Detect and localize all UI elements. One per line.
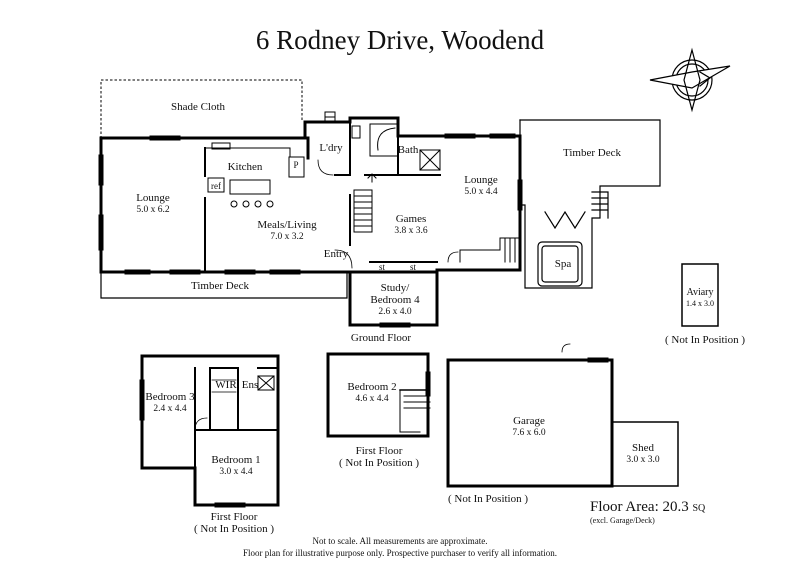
- games-room-label: Games 3.8 x 3.6: [394, 214, 427, 237]
- floor-area-value: Floor Area: 20.3: [590, 499, 689, 515]
- shed-name: Shed: [632, 442, 654, 454]
- bedroom-2-label: Bedroom 2 4.6 x 4.4: [347, 382, 396, 405]
- aviary-room-label: Aviary 1.4 x 3.0: [686, 288, 714, 308]
- first-floor-2-walls: [326, 352, 431, 438]
- study-room-label: Study/ Bedroom 4 2.6 x 4.0: [370, 283, 419, 318]
- right-timber-deck: [519, 119, 661, 289]
- meals-dimensions: 7.0 x 3.2: [270, 232, 304, 242]
- bedroom-3-dimensions: 2.4 x 4.4: [153, 404, 187, 414]
- bath-fixtures: [351, 123, 441, 171]
- games-name: Games: [395, 213, 427, 225]
- bedroom-3-label: Bedroom 3 2.4 x 4.4: [145, 392, 194, 415]
- fridge-label: ref: [211, 181, 221, 191]
- disclaimer-line-2: Floor plan for illustrative purpose only…: [242, 548, 558, 558]
- first-floor-1-walls: [140, 354, 280, 507]
- lounge-name: Lounge: [136, 192, 170, 204]
- bath-label: Bath: [397, 144, 419, 156]
- games-dimensions: 3.8 x 3.6: [394, 226, 428, 236]
- aviary-dimensions: 1.4 x 3.0: [686, 299, 714, 308]
- aviary-name: Aviary: [686, 287, 714, 298]
- lounge-2-dimensions: 5.0 x 4.4: [464, 187, 498, 197]
- disclaimer-line-1: Not to scale. All measurements are appro…: [312, 536, 488, 546]
- lounge-dimensions: 5.0 x 6.2: [136, 205, 170, 215]
- ground-floor-walls: [99, 116, 522, 327]
- shed-dimensions: 3.0 x 3.0: [626, 455, 660, 465]
- pantry-label: P: [293, 160, 299, 170]
- storage-2-label: st: [409, 262, 417, 272]
- lounge-2-name: Lounge: [464, 174, 498, 186]
- study-name-2: Bedroom 4: [370, 294, 420, 306]
- bedroom-2-name: Bedroom 2: [347, 381, 397, 393]
- floor-area-unit: SQ: [692, 503, 706, 514]
- garage-dimensions: 7.6 x 6.0: [512, 428, 546, 438]
- floor-area-note: (excl. Garage/Deck): [590, 516, 655, 525]
- shed-label: Shed 3.0 x 3.0: [626, 443, 659, 466]
- bedroom-1-dimensions: 3.0 x 4.4: [219, 467, 253, 477]
- timber-deck-right-label: Timber Deck: [563, 147, 621, 159]
- ground-floor-caption: Ground Floor: [350, 332, 412, 344]
- storage-1-label: st: [378, 262, 386, 272]
- aviary-caption: ( Not In Position ): [664, 334, 746, 346]
- aviary-outline: [681, 263, 719, 327]
- garage-name: Garage: [513, 415, 545, 427]
- timber-deck-front-label: Timber Deck: [191, 280, 249, 292]
- bedroom-1-label: Bedroom 1 3.0 x 4.4: [211, 455, 260, 478]
- kitchen-fixtures: [204, 142, 305, 208]
- wir-label: WIR: [215, 379, 237, 391]
- study-dimensions: 2.6 x 4.0: [378, 307, 412, 317]
- entry-label: Entry: [323, 248, 349, 260]
- bedroom-2-dimensions: 4.6 x 4.4: [355, 394, 389, 404]
- lounge-2-room-label: Lounge 5.0 x 4.4: [464, 175, 498, 198]
- doors: [194, 159, 571, 431]
- meals-name: Meals/Living: [257, 219, 317, 231]
- first-floor-1-interior: [139, 367, 279, 508]
- kitchen-label: Kitchen: [227, 161, 263, 173]
- spa-tub: [537, 210, 586, 287]
- garage-label: Garage 7.6 x 6.0: [512, 416, 545, 439]
- spa-label: Spa: [554, 258, 572, 270]
- shade-cloth-outline: [100, 79, 303, 139]
- study-name: Study/: [380, 282, 410, 294]
- bedroom-3-name: Bedroom 3: [145, 391, 195, 403]
- garage-walls: [446, 357, 679, 488]
- stairs: [324, 111, 521, 433]
- shade-cloth-label: Shade Cloth: [170, 101, 226, 113]
- first-floor-1-caption: First Floor: [210, 511, 258, 523]
- compass-north-icon: [649, 47, 731, 113]
- lounge-room-label: Lounge 5.0 x 6.2: [136, 193, 170, 216]
- page-title: 6 Rodney Drive, Woodend: [255, 25, 545, 55]
- bedroom-1-name: Bedroom 1: [211, 454, 261, 466]
- meals-living-room-label: Meals/Living 7.0 x 3.2: [257, 220, 316, 243]
- first-floor-1-subcaption: ( Not In Position ): [193, 523, 275, 535]
- first-floor-2-subcaption: ( Not In Position ): [338, 457, 420, 469]
- front-timber-deck: [100, 271, 348, 299]
- laundry-label: L'dry: [319, 142, 343, 154]
- garage-caption: ( Not In Position ): [447, 493, 529, 505]
- first-floor-2-caption: First Floor: [355, 445, 403, 457]
- ensuite-label: Ens: [241, 379, 259, 391]
- floor-area: Floor Area: 20.3 SQ: [590, 500, 705, 515]
- windows: [98, 133, 523, 328]
